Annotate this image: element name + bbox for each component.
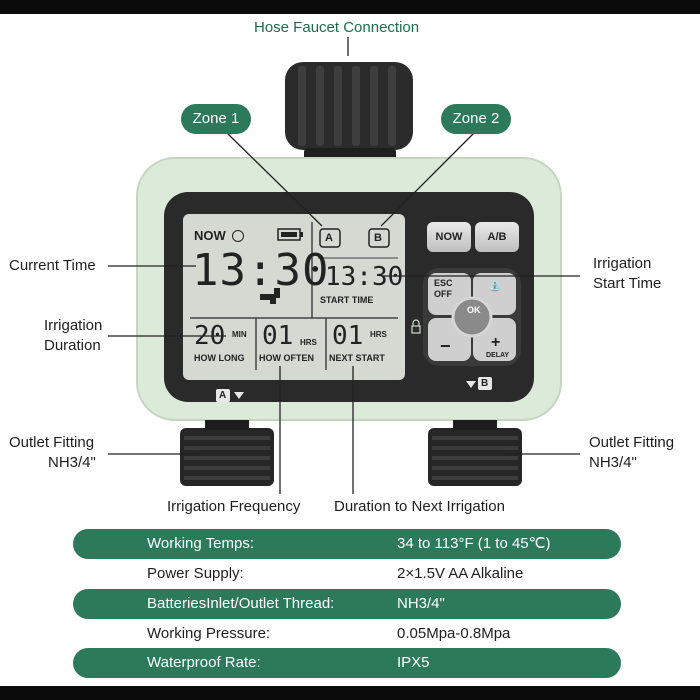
clock-icon xyxy=(232,230,244,242)
ok-button[interactable]: OK xyxy=(467,305,481,315)
label-current-time: Current Time xyxy=(9,257,96,274)
label-outlet-right-1: Outlet Fitting xyxy=(589,434,675,451)
spec-value: IPX5 xyxy=(397,654,430,671)
top-border xyxy=(0,0,700,14)
lcd-now-label: NOW xyxy=(194,228,226,243)
off-label[interactable]: OFF xyxy=(434,289,452,299)
spec-value: NH3/4" xyxy=(397,595,445,612)
spec-key: Working Temps: xyxy=(147,535,254,552)
outlet-b-badge xyxy=(478,377,492,390)
outlet-b-label: B xyxy=(481,378,489,389)
lcd-screen xyxy=(183,214,405,380)
spec-row: Working Pressure: 0.05Mpa-0.8Mpa xyxy=(73,619,621,649)
bottom-border xyxy=(0,686,700,700)
label-irrigation-frequency: Irrigation Frequency xyxy=(167,498,301,515)
lcd-zone-b: B xyxy=(374,232,382,244)
label-outlet-left-2: NH3/4" xyxy=(48,454,96,471)
label-irrigation-start-1: Irrigation xyxy=(593,255,652,272)
label-outlet-left-1: Outlet Fitting xyxy=(9,434,95,451)
label-irrigation-duration-2: Duration xyxy=(44,337,101,354)
spec-key: BatteriesInlet/Outlet Thread: xyxy=(147,595,335,612)
lcd-next-start-value: 01 xyxy=(332,321,364,351)
esc-label[interactable]: ESC xyxy=(434,278,453,288)
spec-row: Power Supply: 2×1.5V AA Alkaline xyxy=(73,559,621,589)
spec-value: 34 to 113°F (1 to 45℃) xyxy=(397,535,551,552)
ab-button[interactable]: A/B xyxy=(475,222,519,252)
label-duration-next: Duration to Next Irrigation xyxy=(334,498,505,515)
lcd-next-start-label: NEXT START xyxy=(329,353,385,363)
lcd-how-long-value: 20 xyxy=(194,321,226,351)
lcd-zone-a: A xyxy=(325,232,333,244)
lcd-start-time-label: START TIME xyxy=(320,295,374,305)
spec-row: Working Temps: 34 to 113°F (1 to 45℃) xyxy=(73,529,621,559)
spec-row: BatteriesInlet/Outlet Thread: NH3/4" xyxy=(73,589,621,619)
lcd-start-time: 13:30 xyxy=(325,262,404,292)
lcd-next-start-unit: HRS xyxy=(370,330,387,339)
outlet-a-label: A xyxy=(219,390,227,401)
ok-button-circle xyxy=(451,296,493,338)
lcd-how-often-label: HOW OFTEN xyxy=(259,353,314,363)
plus-button[interactable]: + xyxy=(491,334,501,351)
label-zone2: Zone 2 xyxy=(441,104,511,134)
label-irrigation-duration-1: Irrigation xyxy=(44,317,103,334)
lcd-how-often-value: 01 xyxy=(262,321,294,351)
outlet-a-badge xyxy=(216,389,230,402)
now-button[interactable]: NOW xyxy=(427,222,471,252)
spec-value: 2×1.5V AA Alkaline xyxy=(397,565,524,582)
spec-key: Power Supply: xyxy=(147,565,244,582)
label-zone1: Zone 1 xyxy=(181,104,251,134)
lcd-how-long-unit: MIN xyxy=(232,330,247,339)
label-hose-faucet: Hose Faucet Connection xyxy=(254,19,420,36)
spec-key: Working Pressure: xyxy=(147,625,271,642)
spec-value: 0.05Mpa-0.8Mpa xyxy=(397,625,511,642)
faucet-icon xyxy=(260,288,280,304)
lcd-how-often-unit: HRS xyxy=(300,338,317,347)
spec-key: Waterproof Rate: xyxy=(147,654,261,671)
delay-label: DELAY xyxy=(486,352,510,359)
lcd-current-time: 13:30 xyxy=(192,245,330,296)
lcd-how-long-label: HOW LONG xyxy=(194,353,245,363)
label-irrigation-start-2: Start Time xyxy=(593,275,662,292)
minus-button[interactable]: − xyxy=(440,336,451,356)
manual-water-icon[interactable]: ⛲ xyxy=(488,280,502,292)
lock-icon xyxy=(411,325,421,334)
label-outlet-right-2: NH3/4" xyxy=(589,454,637,471)
spec-row: Waterproof Rate: IPX5 xyxy=(73,648,621,678)
